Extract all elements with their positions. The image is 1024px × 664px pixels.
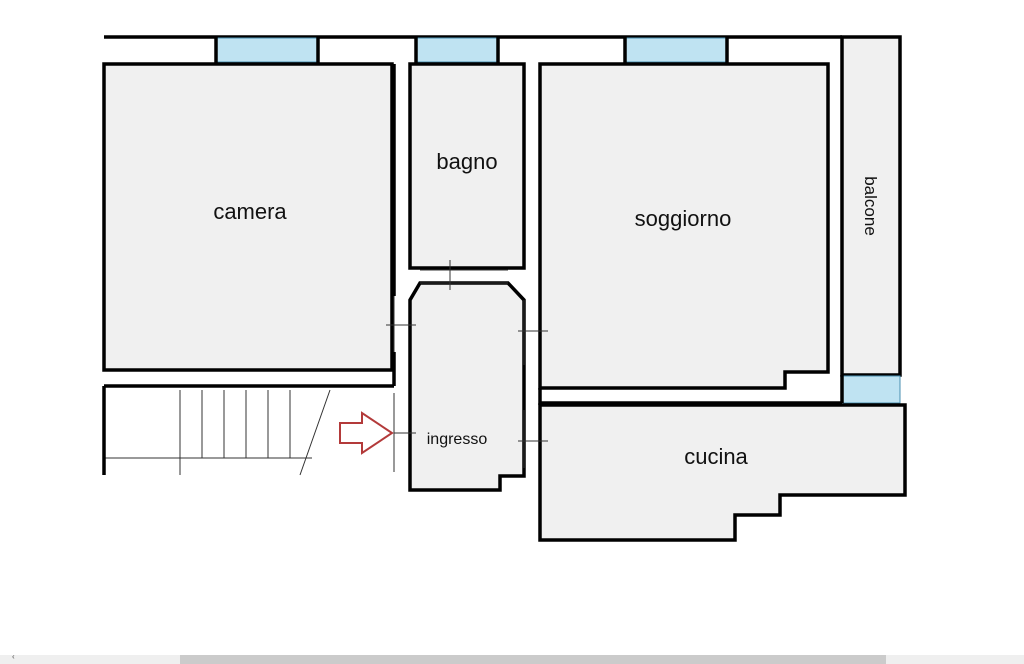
entry-arrow-icon — [339, 411, 394, 455]
room-cucina — [538, 403, 907, 542]
scroll-left-icon[interactable]: ‹ — [12, 652, 15, 661]
label-soggiorno: soggiorno — [635, 206, 732, 231]
window — [415, 37, 499, 63]
label-bagno: bagno — [436, 149, 497, 174]
label-ingresso: ingresso — [427, 431, 488, 448]
label-balcone: balcone — [861, 176, 880, 236]
window — [215, 37, 319, 63]
room-ingresso — [408, 281, 526, 492]
room-camera — [102, 62, 394, 372]
label-cucina: cucina — [684, 444, 748, 469]
scrollbar-thumb[interactable] — [180, 655, 886, 664]
window — [624, 37, 728, 63]
room-balcone — [840, 35, 902, 377]
window — [842, 375, 901, 404]
label-camera: camera — [213, 199, 287, 224]
stairs — [102, 386, 331, 476]
horizontal-scrollbar[interactable]: ‹ — [0, 652, 1024, 664]
room-bagno — [408, 62, 526, 270]
top-wall — [104, 35, 842, 63]
